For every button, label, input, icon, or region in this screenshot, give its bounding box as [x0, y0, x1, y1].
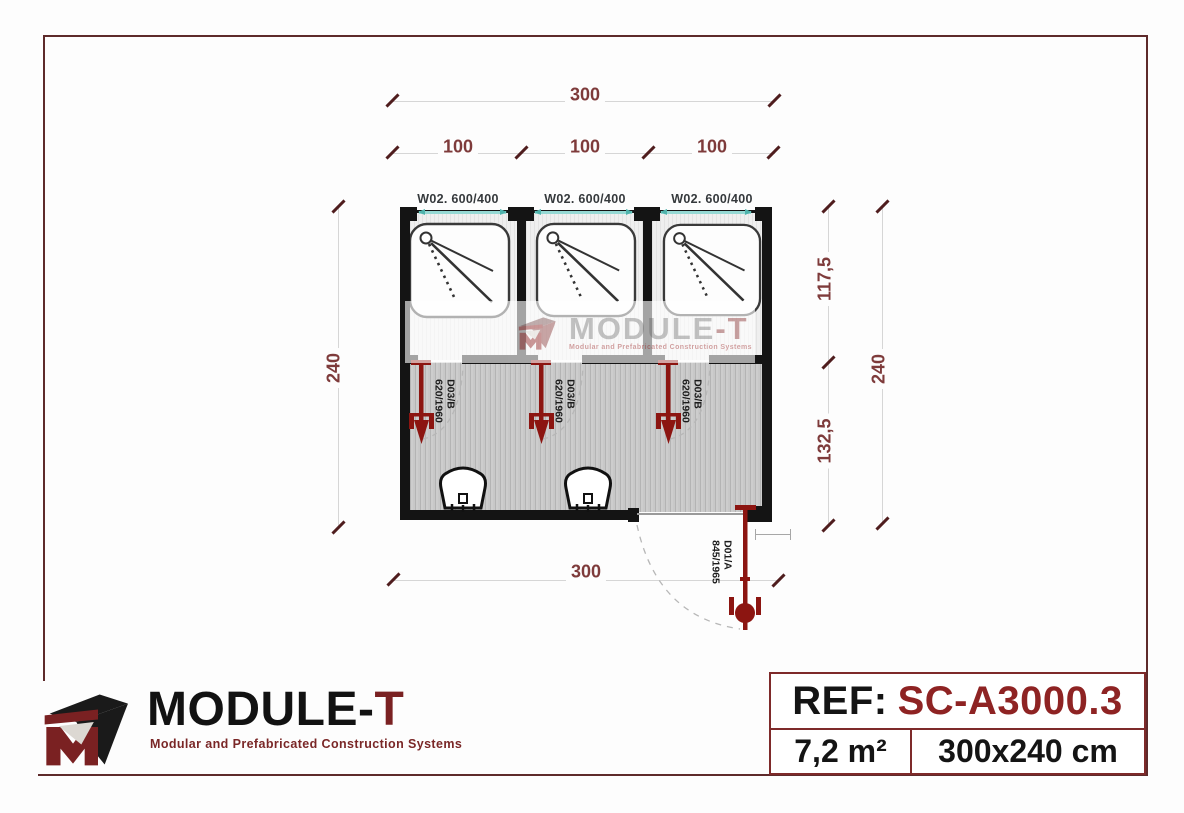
watermark-brand: MODULE	[569, 310, 716, 346]
dim-top-total: 300	[564, 84, 606, 106]
wall-left	[400, 210, 410, 520]
door-label-d01: D01/A 845/1965	[710, 540, 734, 584]
window-label-2: W02. 600/400	[544, 192, 626, 206]
window-label-1: W02. 600/400	[417, 192, 499, 206]
dim-left-total: 240	[323, 347, 345, 389]
dim-right-total: 240	[868, 348, 890, 390]
footer-brand-accent: T	[374, 683, 405, 736]
frame-left	[43, 35, 45, 681]
dim-top-seg-1: 100	[437, 136, 479, 158]
frame-right	[1146, 35, 1148, 776]
entry-threshold	[637, 513, 745, 515]
washbasin-icon	[439, 466, 487, 512]
footer-tagline: Modular and Prefabricated Construction S…	[150, 737, 463, 751]
dim-right-upper: 117,5	[814, 251, 836, 307]
dim-top-seg-3: 100	[691, 136, 733, 158]
area-value: 7,2 m²	[771, 730, 912, 773]
window-label-3: W02. 600/400	[671, 192, 753, 206]
dim-bottom-total: 300	[565, 561, 607, 583]
dim-right-lower: 132,5	[814, 413, 836, 469]
ref-value: SC-A3000.3	[897, 678, 1123, 723]
watermark: MODULE-T Modular and Prefabricated Const…	[405, 301, 755, 363]
size-value: 300x240 cm	[938, 733, 1118, 769]
watermark-brand-accent: -T	[715, 310, 749, 346]
aux-dim-tick	[755, 529, 756, 540]
dim-top-seg-2: 100	[564, 136, 606, 158]
wall-right	[762, 210, 772, 520]
window-1	[418, 209, 507, 215]
door-jamb	[628, 508, 639, 522]
frame-top	[43, 35, 1148, 37]
aux-dim-line	[755, 534, 791, 535]
modulet-mark-icon	[518, 317, 556, 350]
wall-partition-2	[643, 213, 652, 363]
washbasin-icon	[564, 466, 612, 512]
frame-bottom	[38, 774, 1148, 776]
window-3	[660, 209, 752, 215]
wall-partition-1	[517, 213, 526, 363]
wall-bottom	[400, 510, 637, 520]
door-label-d03-1: D03/B 620/1960	[433, 379, 457, 423]
ref-box: REF: SC-A3000.3 7,2 m² 300x240 cm	[769, 672, 1146, 775]
ref-row: REF: SC-A3000.3	[771, 674, 1144, 730]
watermark-tagline: Modular and Prefabricated Construction S…	[569, 343, 752, 351]
dim-line-right-inner	[828, 206, 829, 526]
ref-label: REF:	[792, 678, 888, 723]
modulet-logo-icon	[44, 694, 128, 766]
aux-dim-tick	[790, 529, 791, 540]
door-label-d03-2: D03/B 620/1960	[553, 379, 577, 423]
shower-tray-icon	[662, 223, 762, 317]
door-label-d03-3: D03/B 620/1960	[680, 379, 704, 423]
footer-brand: MODULE-T	[147, 683, 405, 736]
window-2	[534, 209, 633, 215]
door-d01-icon	[729, 505, 761, 630]
